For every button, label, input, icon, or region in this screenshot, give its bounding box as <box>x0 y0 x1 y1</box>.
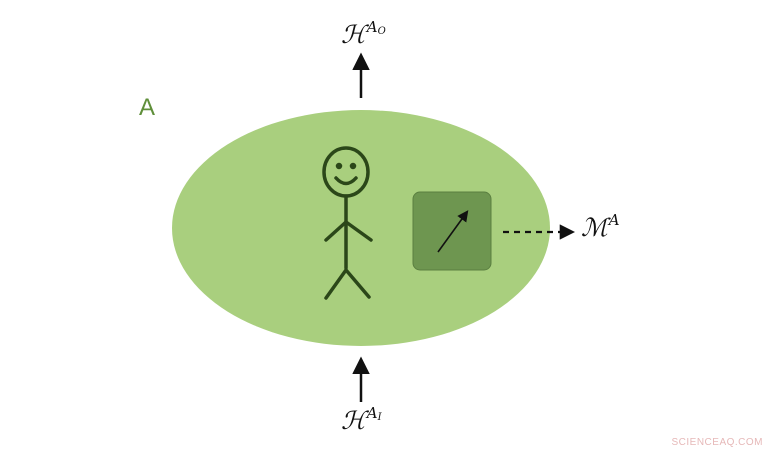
agent-left-eye <box>335 162 343 170</box>
output-hilbert-space-label: ℋAO <box>341 18 386 49</box>
output-symbol: ℋ <box>341 20 366 49</box>
measurement-symbol: ℳ <box>581 213 608 242</box>
input-sup: A <box>366 404 378 422</box>
input-sub: I <box>377 412 382 423</box>
output-sup: A <box>366 18 378 36</box>
device-box <box>412 191 492 271</box>
stick-figure-icon <box>322 146 373 300</box>
input-hilbert-space-label: ℋAI <box>341 404 382 435</box>
watermark: SCIENCEAQ.COM <box>671 437 763 448</box>
region-label: A <box>139 94 156 121</box>
input-symbol: ℋ <box>341 406 366 435</box>
measurement-sup: A <box>608 211 620 229</box>
output-sub: O <box>377 26 386 37</box>
agent-arms <box>324 220 373 242</box>
device-needle <box>437 210 469 253</box>
agent-right-eye <box>349 162 357 170</box>
agent-legs <box>324 268 371 300</box>
measurement-label: ℳA <box>581 211 620 242</box>
measuring-device-icon <box>412 191 492 271</box>
agent-smile <box>334 176 358 186</box>
lab-region <box>172 110 550 346</box>
